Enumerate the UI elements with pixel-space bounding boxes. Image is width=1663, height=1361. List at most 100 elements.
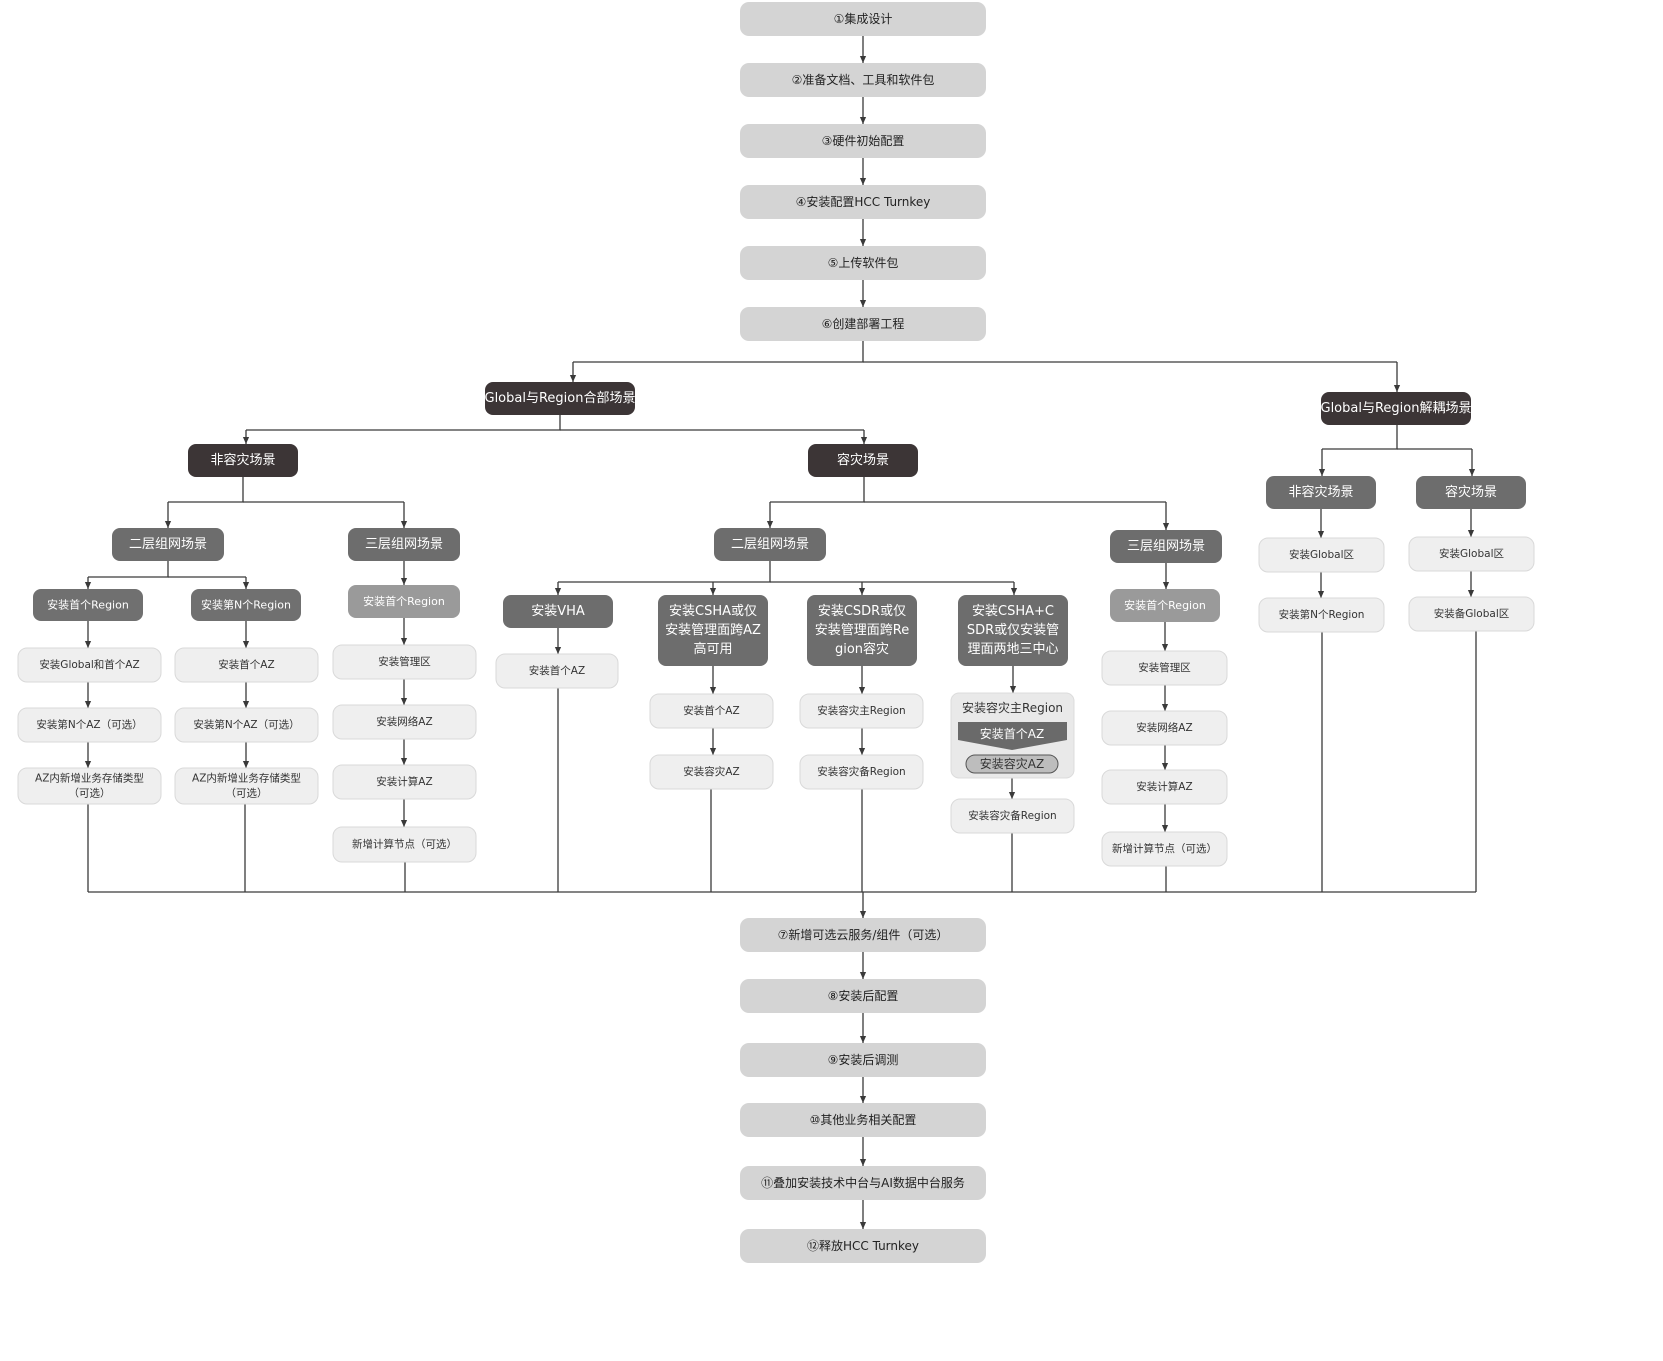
colG-csha-csdr-box	[958, 595, 1068, 666]
colH-first-region-label: 安装首个Region	[1124, 598, 1206, 612]
colC-compute-az-box	[332, 764, 477, 800]
colH-mgmt: 安装管理区	[1101, 650, 1228, 686]
main-step-3: ③硬件初始配置	[740, 124, 986, 158]
colB-first-az-label: 安装首个AZ	[218, 658, 274, 671]
colB-nth-az-box	[174, 707, 319, 743]
main-step-1-box	[740, 2, 986, 36]
colA-first-region: 安装首个Region	[33, 589, 143, 621]
decoupled-dr-label: 容灾场景	[1445, 484, 1497, 500]
colA-global-first-az-label: 安装Global和首个AZ	[39, 658, 139, 671]
main-step-10: ⑩其他业务相关配置	[740, 1103, 986, 1137]
main-step-1: ①集成设计	[740, 2, 986, 36]
colE-first-az-box	[649, 693, 774, 729]
main-step-12-box	[740, 1229, 986, 1263]
colA-add-storage-label: AZ内新增业务存储类型（可选）	[35, 771, 144, 799]
colD-vha-label: 安装VHA	[531, 604, 585, 619]
colE-first-az: 安装首个AZ	[649, 693, 774, 729]
main-step-11-box	[740, 1166, 986, 1200]
colH-mgmt-box	[1101, 650, 1228, 686]
main-step-8-label: ⑧安装后配置	[828, 988, 899, 1003]
scenario-combined-box	[485, 382, 635, 415]
colH-compute-az-label: 安装计算AZ	[1136, 780, 1192, 793]
colJ-global-zone-box	[1408, 536, 1535, 572]
connector	[168, 477, 244, 503]
colC-add-compute: 新增计算节点（可选）	[332, 826, 477, 863]
colB-nth-region-box	[191, 589, 301, 621]
colF-csdr-box	[807, 595, 917, 666]
colG-dr-standby-label: 安装容灾备Region	[968, 809, 1056, 822]
colE-first-az-label: 安装首个AZ	[683, 704, 739, 717]
decoupled-non-dr-label: 非容灾场景	[1288, 484, 1353, 500]
colC-mgmt-label: 安装管理区	[378, 655, 431, 668]
colC-first-region: 安装首个Region	[348, 585, 460, 618]
colG-dr-primary-group-label: 安装容灾主Region	[962, 700, 1063, 715]
colH-compute-az-box	[1101, 769, 1228, 805]
colC-compute-az-label: 安装计算AZ	[376, 775, 432, 788]
nondr-l2-label: 二层组网场景	[129, 537, 207, 552]
colE-csha-box	[658, 595, 768, 666]
colF-dr-standby-label: 安装容灾备Region	[817, 765, 905, 778]
colC-add-compute-box	[332, 826, 477, 863]
colC-network-az-label: 安装网络AZ	[376, 715, 432, 728]
main-step-9-label: ⑨安装后调测	[828, 1052, 899, 1067]
main-step-7-label: ⑦新增可选云服务/组件（可选）	[778, 927, 949, 942]
scenario-decoupled-box	[1321, 392, 1471, 425]
colA-nth-az-box	[17, 707, 162, 743]
colC-mgmt: 安装管理区	[332, 644, 477, 680]
colF-dr-standby: 安装容灾备Region	[799, 754, 924, 790]
colG-dr-standby: 安装容灾备Region	[950, 798, 1075, 834]
colH-network-az: 安装网络AZ	[1101, 710, 1228, 746]
main-step-8-box	[740, 979, 986, 1013]
colF-dr-standby-box	[799, 754, 924, 790]
colI-nth-region: 安装第N个Region	[1258, 597, 1385, 633]
main-step-11: ⑪叠加安装技术中台与AI数据中台服务	[740, 1166, 986, 1200]
colG-dr-standby-box	[950, 798, 1075, 834]
colB-nth-az: 安装第N个AZ（可选）	[174, 707, 319, 743]
main-step-4: ④安装配置HCC Turnkey	[740, 185, 986, 219]
colE-dr-az-label: 安装容灾AZ	[683, 765, 739, 778]
dr-l2: 二层组网场景	[714, 528, 826, 561]
main-step-7: ⑦新增可选云服务/组件（可选）	[740, 918, 986, 952]
nondr-l2-box	[112, 528, 224, 561]
colJ-standby-global: 安装备Global区	[1408, 596, 1535, 632]
main-step-3-label: ③硬件初始配置	[822, 134, 905, 148]
dr-l2-box	[714, 528, 826, 561]
main-step-5-box	[740, 246, 986, 280]
connector	[88, 561, 169, 578]
main-step-6-label: ⑥创建部署工程	[822, 316, 905, 331]
dr-l3-box	[1110, 530, 1222, 563]
colD-first-az-label: 安装首个AZ	[529, 664, 585, 677]
colC-network-az: 安装网络AZ	[332, 704, 477, 740]
colI-global-zone-label: 安装Global区	[1289, 548, 1354, 561]
colB-nth-az-label: 安装第N个AZ（可选）	[193, 718, 299, 731]
nondr-l3-box	[348, 528, 460, 561]
main-step-3-box	[740, 124, 986, 158]
main-step-9: ⑨安装后调测	[740, 1043, 986, 1077]
colA-global-first-az: 安装Global和首个AZ	[17, 647, 162, 683]
scenario-combined: Global与Region合部场景	[485, 382, 635, 415]
colH-first-region-box	[1110, 589, 1220, 622]
main-step-10-label: ⑩其他业务相关配置	[810, 1112, 917, 1127]
colA-nth-az-label: 安装第N个AZ（可选）	[36, 718, 142, 731]
colH-add-compute-box	[1101, 831, 1228, 867]
colJ-standby-global-label: 安装备Global区	[1434, 607, 1510, 620]
colI-global-zone-box	[1258, 537, 1385, 573]
colB-add-storage-box	[174, 767, 319, 805]
colH-add-compute: 新增计算节点（可选）	[1101, 831, 1228, 867]
combined-non-dr-label: 非容灾场景	[210, 452, 275, 468]
colI-nth-region-label: 安装第N个Region	[1279, 608, 1365, 621]
colC-first-region-box	[348, 585, 460, 618]
colG-dr-az-label: 安装容灾AZ	[980, 756, 1044, 771]
colD-first-az: 安装首个AZ	[495, 653, 619, 689]
banner-shape	[958, 722, 1067, 750]
main-step-2: ②准备文档、工具和软件包	[740, 63, 986, 97]
colB-first-az: 安装首个AZ	[174, 647, 319, 683]
colJ-global-zone-label: 安装Global区	[1439, 547, 1504, 560]
colH-first-region: 安装首个Region	[1110, 589, 1220, 622]
decoupled-dr-box	[1416, 476, 1526, 509]
main-step-8: ⑧安装后配置	[740, 979, 986, 1013]
colA-add-storage-box	[17, 767, 162, 805]
